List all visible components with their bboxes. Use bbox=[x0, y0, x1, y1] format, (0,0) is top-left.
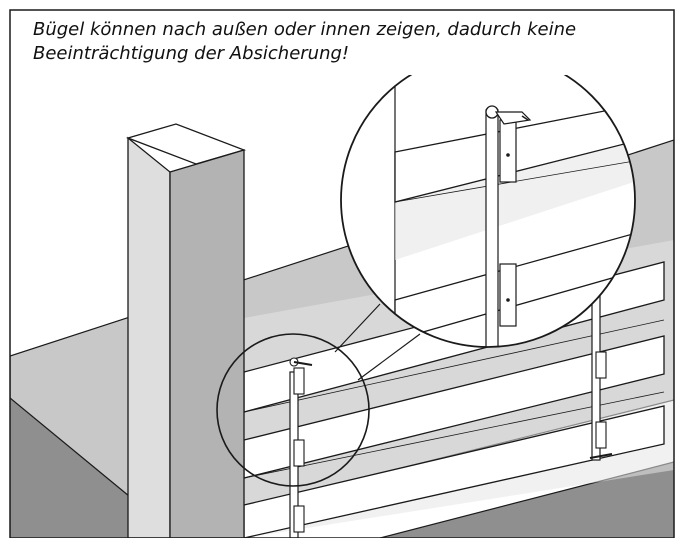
detail-circle-large bbox=[340, 52, 636, 348]
clamp bbox=[595, 351, 607, 379]
post-front bbox=[127, 136, 171, 538]
caption-line-2: Beeinträchtigung der Absicherung! bbox=[33, 43, 350, 64]
zoom-board-top bbox=[394, 103, 635, 203]
clamps-right bbox=[589, 351, 613, 459]
post bbox=[125, 123, 247, 538]
clamp bbox=[595, 421, 607, 449]
outer-border bbox=[9, 9, 675, 538]
connector-line bbox=[334, 303, 381, 353]
zoom-clamp bbox=[499, 119, 517, 183]
post-side bbox=[169, 149, 245, 538]
connector-line bbox=[357, 333, 421, 381]
caption-line-1: Bügel können nach außen oder innen zeige… bbox=[33, 19, 577, 40]
scene bbox=[10, 52, 674, 538]
zoom-stake bbox=[485, 109, 499, 347]
detail-circle-small bbox=[216, 333, 370, 487]
zoom-bracket bbox=[494, 111, 532, 125]
zoom-clamp bbox=[499, 263, 517, 327]
clamp bbox=[293, 439, 305, 467]
caption: Bügel können nach außen oder innen zeige… bbox=[33, 18, 673, 66]
clamp bbox=[293, 505, 305, 533]
clamp bbox=[293, 367, 305, 395]
clamps-left bbox=[289, 357, 313, 533]
